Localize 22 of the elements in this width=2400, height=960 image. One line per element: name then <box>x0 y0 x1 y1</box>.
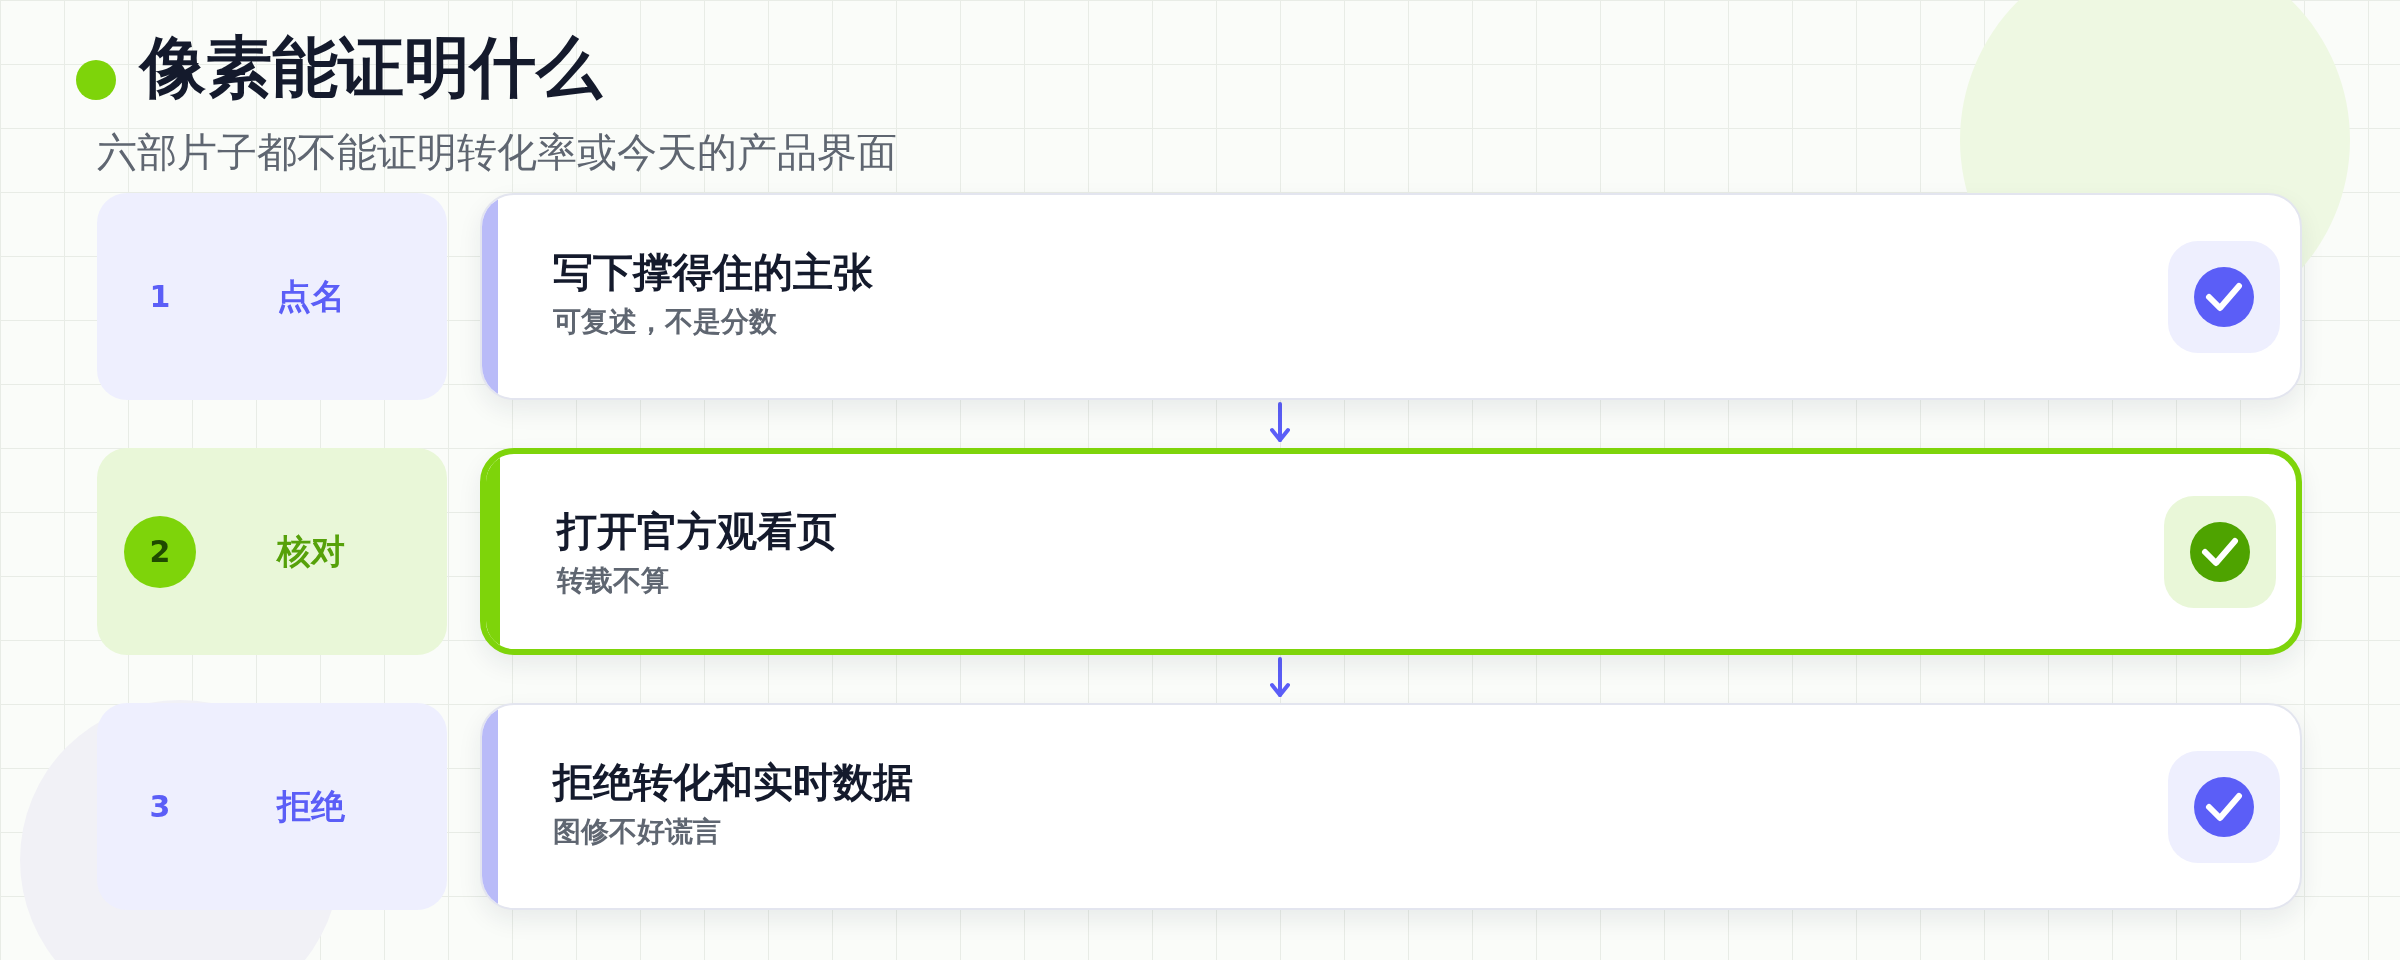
card-subtitle: 可复述，不是分数 <box>553 304 777 340</box>
step-name: 点名 <box>277 274 345 318</box>
step-number-badge: 2 <box>124 515 196 588</box>
step-tile <box>97 193 447 400</box>
step-card <box>480 703 2302 910</box>
card-subtitle: 转载不算 <box>557 563 669 599</box>
card-title: 写下撑得住的主张 <box>553 248 873 297</box>
step-tile <box>97 703 447 910</box>
step-number: 3 <box>148 788 172 826</box>
step-number: 1 <box>148 278 172 316</box>
card-subtitle: 图修不好谎言 <box>553 814 721 850</box>
card-title: 打开官方观看页 <box>557 507 837 556</box>
step-tile <box>97 448 447 655</box>
card-title: 拒绝转化和实时数据 <box>553 758 913 807</box>
title: 像素能证明什么 <box>140 28 602 108</box>
step-card <box>480 448 2302 655</box>
subtitle: 六部片子都不能证明转化率或今天的产品界面 <box>97 128 897 177</box>
step-name: 拒绝 <box>277 784 345 828</box>
arrow <box>1270 657 1290 697</box>
step-card <box>480 193 2302 400</box>
arrow <box>1270 402 1290 442</box>
step-name: 核对 <box>277 529 345 573</box>
